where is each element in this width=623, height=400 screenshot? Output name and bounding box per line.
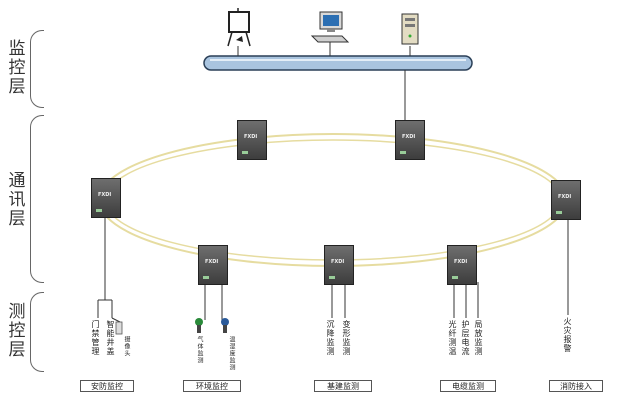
network-bus [203, 55, 473, 71]
sensor-label-door: 门禁管理 [91, 320, 100, 356]
sensor-label-camera: 摄像头 [123, 336, 130, 357]
category-env: 环境监控 [183, 380, 241, 392]
presentation-board-icon [227, 8, 251, 47]
computer-icon [310, 11, 350, 43]
category-cable: 电缆监测 [440, 380, 496, 392]
comm-switch-3[interactable]: FXDI [91, 178, 121, 218]
temp-sensor-icon [221, 318, 229, 333]
sensor-label-deform: 变形监测 [342, 320, 351, 356]
comm-switch-1[interactable]: FXDI [237, 120, 267, 160]
sensor-label-grounding: 护层电流 [461, 320, 470, 356]
comm-switch-4[interactable]: FXDI [551, 180, 581, 220]
sensor-label-temp: 温湿度监测 [228, 336, 235, 371]
layer-label-comm: 通 讯 层 [8, 171, 26, 229]
sensor-label-settle: 沉降监测 [326, 320, 335, 356]
sensor-label-gas: 气体监测 [196, 336, 203, 364]
sensor-label-well: 智能井盖 [106, 320, 115, 356]
camera-icon [115, 321, 123, 335]
layer-label-measure: 测 控 层 [8, 302, 26, 360]
layer-label-monitor: 监 控 层 [8, 39, 26, 97]
category-security: 安防监控 [80, 380, 134, 392]
sensor-wires [97, 216, 569, 323]
comm-switch-2[interactable]: FXDI [395, 120, 425, 160]
category-fire: 消防接入 [549, 380, 603, 392]
sensor-label-partial: 局放监测 [474, 320, 483, 356]
sensor-label-fiber: 光纤测温 [448, 320, 457, 356]
category-foundation: 基建监测 [314, 380, 372, 392]
comm-switch-5[interactable]: FXDI [198, 245, 228, 285]
comm-switch-7[interactable]: FXDI [447, 245, 477, 285]
gas-sensor-icon [195, 318, 203, 333]
comm-switch-6[interactable]: FXDI [324, 245, 354, 285]
fiber-ring-inner [104, 139, 562, 261]
server-icon [401, 13, 419, 45]
sensor-label-fire: 火灾报警 [563, 317, 572, 353]
